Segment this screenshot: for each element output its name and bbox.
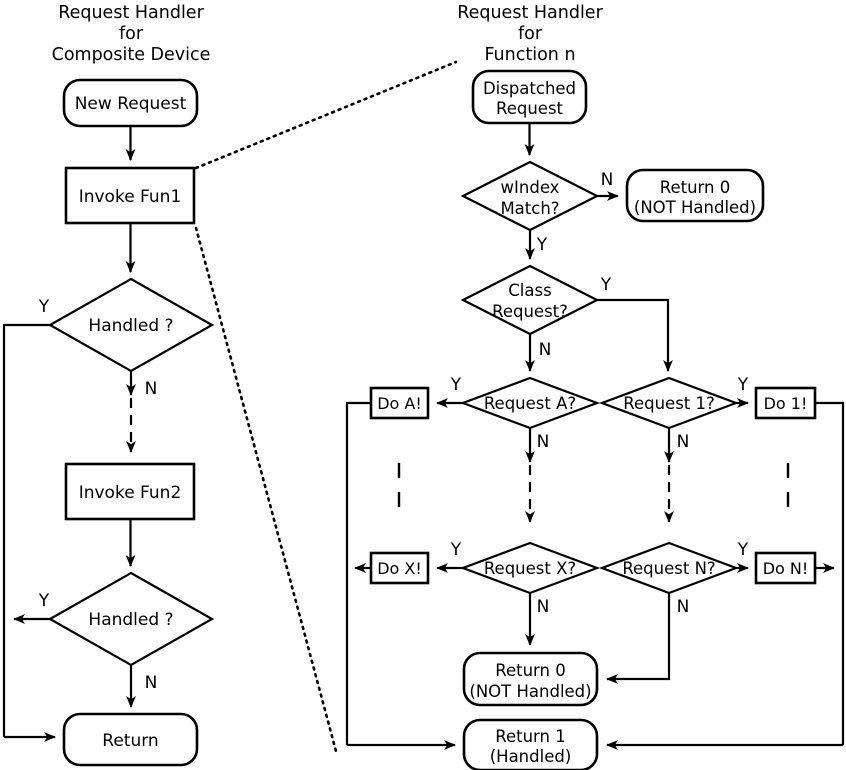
edge-label-requestn-yes: Y	[737, 540, 749, 560]
node-request-n[interactable]: Request N?	[598, 541, 740, 595]
edge-label-requestx-yes: Y	[450, 540, 462, 560]
node-do-a-label: Do A!	[377, 394, 422, 413]
node-handled-2-label: Handled ?	[88, 610, 173, 630]
left-title-line-1: Request Handler	[58, 3, 204, 23]
node-dispatched-request-line-2: Request	[496, 99, 564, 118]
node-return1-line-2: (Handled)	[490, 747, 572, 766]
right-title-line-2: for	[518, 24, 543, 44]
right-title-line-1: Request Handler	[457, 3, 603, 23]
edge-label-handled2-yes: Y	[38, 591, 50, 611]
node-invoke-fun1-label: Invoke Fun1	[79, 187, 182, 207]
node-windex-line-2: Match?	[500, 199, 559, 218]
edge-label-windex-no: N	[601, 170, 614, 190]
edge-label-request1-no: N	[677, 432, 690, 452]
node-do-a[interactable]: Do A!	[369, 386, 430, 420]
edge-label-requestx-no: N	[537, 597, 550, 617]
node-do-1[interactable]: Do 1!	[754, 386, 817, 420]
node-handled-2[interactable]: Handled ?	[47, 571, 215, 667]
node-class-request-line-2: Request?	[492, 302, 568, 321]
node-do-1-label: Do 1!	[764, 394, 808, 413]
left-panel-title: Request Handler for Composite Device	[52, 3, 211, 65]
left-title-line-2: for	[119, 24, 144, 44]
callout-dotted-top	[194, 60, 458, 170]
edge-do1-to-right-bus	[815, 401, 845, 745]
node-invoke-fun2[interactable]: Invoke Fun2	[64, 462, 196, 521]
node-class-request[interactable]: Class Request?	[460, 264, 600, 336]
callout-dotted-bottom	[194, 226, 339, 757]
node-request-1-label: Request 1?	[623, 394, 715, 413]
node-return-left[interactable]: Return	[62, 712, 199, 767]
edge-label-class-yes: Y	[600, 275, 612, 295]
node-request-1[interactable]: Request 1?	[598, 376, 740, 430]
node-class-request-line-1: Class	[508, 281, 551, 300]
edge-label-handled1-no: N	[145, 379, 158, 399]
node-request-x[interactable]: Request X?	[459, 541, 601, 595]
node-do-x[interactable]: Do X!	[369, 551, 430, 585]
edge-label-windex-yes: Y	[536, 235, 548, 255]
left-title-line-3: Composite Device	[52, 45, 211, 65]
edge-label-requestn-no: N	[677, 597, 690, 617]
node-return1-line-1: Return 1	[495, 727, 566, 746]
node-invoke-fun1[interactable]: Invoke Fun1	[64, 166, 196, 225]
node-return0-bottom-line-1: Return 0	[495, 661, 566, 680]
node-handled-1[interactable]: Handled ?	[47, 277, 215, 373]
edge-class-yes-to-request1	[597, 298, 673, 372]
node-return0-top-line-2: (NOT Handled)	[634, 198, 756, 217]
node-new-request-label: New Request	[75, 94, 187, 114]
edge-doa-to-left-bus	[345, 401, 371, 745]
edge-label-handled2-no: N	[145, 673, 158, 693]
node-request-n-label: Request N?	[622, 559, 715, 578]
node-return0-top-line-1: Return 0	[660, 178, 731, 197]
edge-label-requesta-no: N	[537, 432, 550, 452]
node-return-left-label: Return	[102, 731, 158, 751]
node-new-request[interactable]: New Request	[62, 78, 199, 128]
node-do-x-label: Do X!	[377, 559, 422, 578]
edge-requestn-no-to-return0	[606, 593, 671, 684]
right-title-line-3: Function n	[484, 45, 575, 65]
node-windex-match[interactable]: wIndex Match?	[460, 160, 600, 232]
node-return0-bottom[interactable]: Return 0 (NOT Handled)	[462, 651, 599, 707]
node-return0-bottom-line-2: (NOT Handled)	[469, 682, 591, 701]
node-invoke-fun2-label: Invoke Fun2	[79, 483, 182, 503]
node-handled-1-label: Handled ?	[88, 316, 173, 336]
node-dispatched-request-line-1: Dispatched	[483, 79, 576, 98]
edge-label-request1-yes: Y	[737, 375, 749, 395]
node-dispatched-request[interactable]: Dispatched Request	[471, 69, 588, 125]
node-return1[interactable]: Return 1 (Handled)	[462, 718, 599, 770]
node-windex-line-1: wIndex	[501, 178, 560, 197]
node-do-n[interactable]: Do N!	[754, 551, 817, 585]
edge-label-handled1-yes: Y	[38, 297, 50, 317]
edge-handled1-yes-to-return	[2, 323, 50, 737]
edge-label-requesta-yes: Y	[450, 375, 462, 395]
node-do-n-label: Do N!	[763, 559, 809, 578]
node-request-a[interactable]: Request A?	[459, 376, 601, 430]
node-request-a-label: Request A?	[484, 394, 576, 413]
node-return0-top[interactable]: Return 0 (NOT Handled)	[625, 168, 765, 223]
edge-label-class-no: N	[539, 340, 552, 360]
right-panel-title: Request Handler for Function n	[457, 3, 603, 65]
node-request-x-label: Request X?	[484, 559, 576, 578]
